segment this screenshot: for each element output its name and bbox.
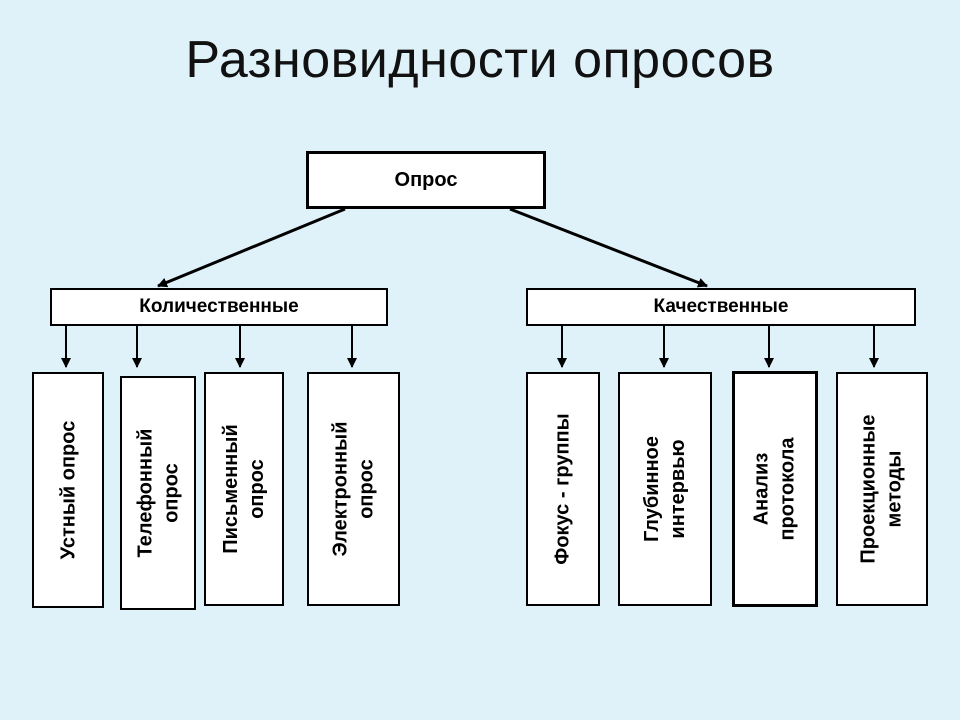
arrow-root-to-right [509,207,708,288]
root-label: Опрос [394,168,458,191]
leaf-label: Проекционные методы [858,414,906,564]
leaf-label: Фокус - группы [552,413,574,565]
leaf-label: Анализ протокола [751,437,799,541]
category-label: Количественные [139,296,299,317]
leaf-electronic-survey: Электронный опрос [307,372,400,606]
leaf-projective-methods: Проекционные методы [836,372,928,606]
leaf-focus-groups: Фокус - группы [526,372,600,606]
leaf-label: Телефонный опрос [134,428,182,558]
category-label: Качественные [653,296,789,317]
leaf-phone-survey: Телефонный опрос [120,376,196,610]
leaf-label: Письменный опрос [220,424,269,554]
category-quantitative: Количественные [50,288,388,326]
leaf-label: Глубинное интервью [641,435,689,543]
leaf-oral-survey: Устный опрос [32,372,104,608]
leaf-written-survey: Письменный опрос [204,372,284,606]
leaf-protocol-analysis: Анализ протокола [732,371,818,607]
category-qualitative: Качественные [526,288,916,326]
arrow-root-to-left [157,207,346,288]
root-box-survey: Опрос [306,151,546,209]
leaf-depth-interview: Глубинное интервью [618,372,712,606]
leaf-label: Устный опрос [57,420,80,560]
leaf-label: Электронный опрос [329,421,378,557]
slide-title: Разновидности опросов [185,31,775,89]
